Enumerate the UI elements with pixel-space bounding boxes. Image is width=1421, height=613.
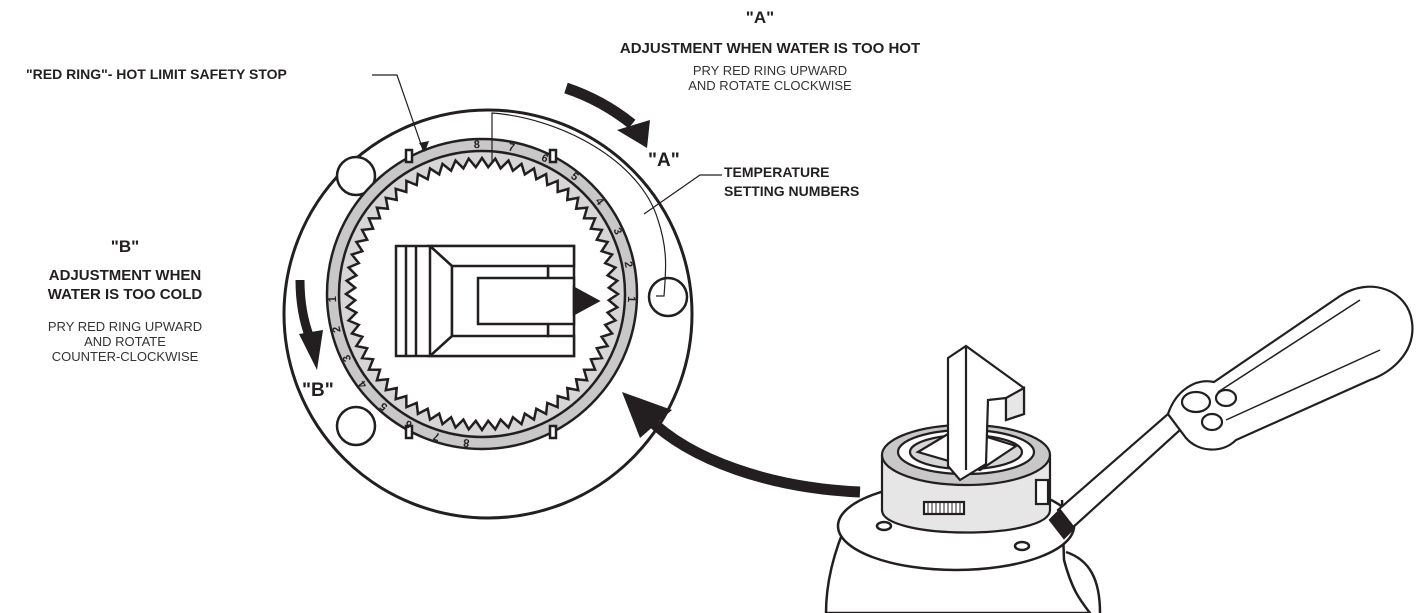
arrow-b-head bbox=[299, 330, 323, 370]
section-b-heading-line1: ADJUSTMENT WHEN bbox=[48, 267, 202, 284]
red-ring-leader-line bbox=[372, 74, 424, 151]
valve-stem bbox=[394, 244, 601, 358]
scale-right-3: 3 bbox=[611, 226, 624, 237]
scale-left-2: 2 bbox=[331, 325, 344, 334]
cartridge-stem bbox=[946, 344, 1026, 482]
scale-right-7: 7 bbox=[507, 141, 515, 154]
scale-left-7: 7 bbox=[432, 429, 441, 442]
section-b-marker: "B" bbox=[110, 237, 140, 256]
scale-left-6: 6 bbox=[403, 417, 414, 430]
section-b-heading-line2: WATER IS TOO COLD bbox=[47, 286, 203, 303]
section-a-line2: AND ROTATE CLOCKWISE bbox=[688, 78, 852, 93]
scale-right-6: 6 bbox=[539, 152, 550, 165]
temperature-leader-line bbox=[643, 174, 722, 215]
temperature-callout-line2: SETTING NUMBERS bbox=[724, 183, 860, 199]
section-b-line2: AND ROTATE bbox=[84, 334, 166, 349]
detail-arrow-head bbox=[622, 392, 672, 438]
mount-hole-top-left bbox=[335, 155, 377, 197]
arrow-a-tag: "A" bbox=[648, 150, 680, 171]
arrow-b-tag: "B" bbox=[302, 380, 334, 401]
scale-right-1: 1 bbox=[625, 296, 637, 303]
screwdriver bbox=[1048, 285, 1414, 540]
detail-arrow bbox=[644, 414, 861, 498]
section-b-line1: PRY RED RING UPWARD bbox=[47, 319, 203, 334]
red-ring-leader-tip bbox=[419, 141, 429, 152]
scale-left-3: 3 bbox=[341, 353, 354, 364]
mount-hole-right bbox=[647, 276, 689, 318]
section-a-marker: "A" bbox=[745, 8, 775, 27]
temperature-callout-line1: TEMPERATURE bbox=[724, 164, 830, 180]
temperature-bracket-line bbox=[491, 112, 667, 297]
section-a-heading: ADJUSTMENT WHEN WATER IS TOO HOT bbox=[619, 40, 921, 57]
section-b-line3: COUNTER-CLOCKWISE bbox=[51, 349, 199, 364]
scale-left-8: 8 bbox=[463, 436, 470, 449]
arrow-a-clockwise bbox=[564, 82, 636, 129]
ring-notches bbox=[404, 148, 558, 440]
section-a-line1: PRY RED RING UPWARD bbox=[692, 63, 848, 78]
red-ring-callout: "RED RING"- HOT LIMIT SAFETY STOP bbox=[26, 66, 287, 82]
mount-hole-bottom-left bbox=[335, 405, 377, 447]
scale-right-2: 2 bbox=[622, 260, 635, 268]
scale-left-1: 1 bbox=[327, 296, 339, 303]
arrow-a-head bbox=[617, 120, 650, 148]
scale-right-8: 8 bbox=[474, 139, 481, 151]
